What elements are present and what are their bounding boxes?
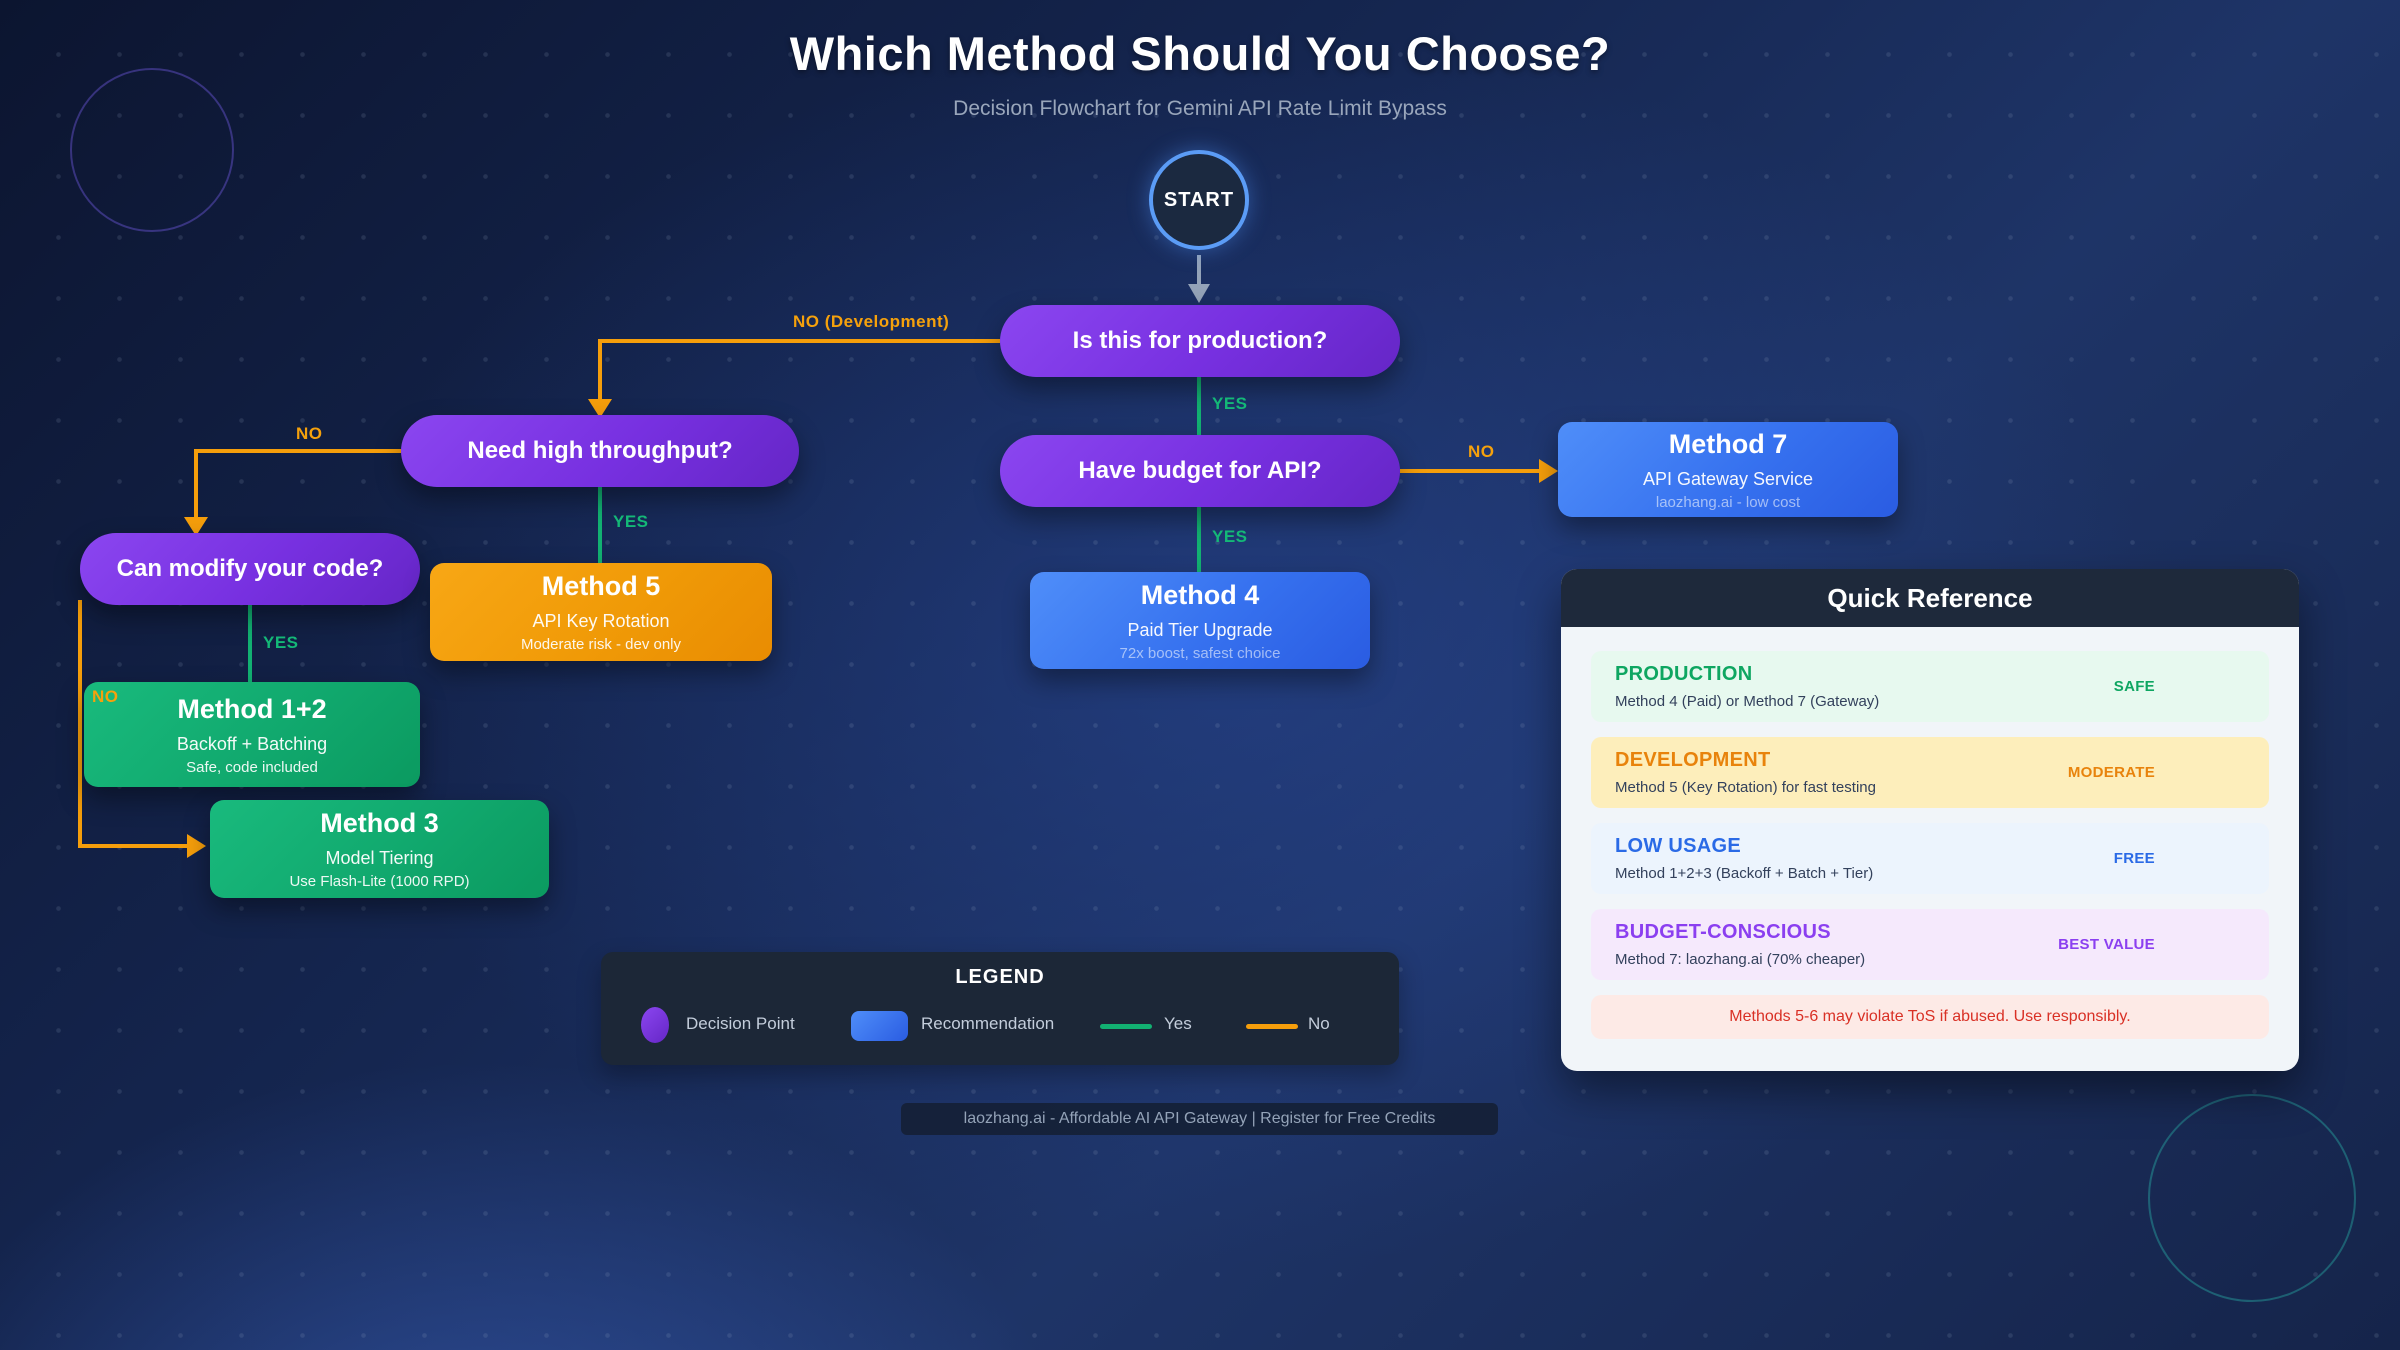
edge-label-production-no: NO (Development): [793, 312, 950, 331]
quick-reference-title: Quick Reference: [1561, 569, 2299, 627]
recommendation-swatch: [851, 1011, 908, 1041]
qr-production-badge: SAFE: [2113, 678, 2155, 695]
start-node: START: [1149, 150, 1249, 250]
decision-budget: Have budget for API?: [1000, 435, 1400, 507]
qr-development-title: DEVELOPMENT: [1615, 749, 1771, 771]
quick-reference-row-production: PRODUCTION Method 4 (Paid) or Method 7 (…: [1591, 651, 2269, 722]
quick-reference-row-development: DEVELOPMENT Method 5 (Key Rotation) for …: [1591, 737, 2269, 808]
decorative-circle-top-left: [70, 68, 234, 232]
edge-label-modify-yes: YES: [263, 633, 299, 652]
method-5-subtitle: API Key Rotation: [532, 611, 670, 631]
edge-label-throughput-yes: YES: [613, 512, 649, 531]
decision-throughput: Need high throughput?: [401, 415, 799, 487]
footer-banner: laozhang.ai - Affordable AI API Gateway …: [901, 1103, 1498, 1135]
method-4-subtitle: Paid Tier Upgrade: [1127, 619, 1273, 640]
legend-label-no: No: [1308, 1014, 1330, 1033]
page-subtitle: Decision Flowchart for Gemini API Rate L…: [953, 97, 1447, 120]
page-title: Which Method Should You Choose?: [789, 27, 1611, 80]
method-5-title: Method 5: [541, 571, 661, 601]
method-7-title: Method 7: [1668, 428, 1788, 459]
qr-budget-badge: BEST VALUE: [2058, 936, 2155, 953]
edge-label-budget-no: NO: [1468, 442, 1495, 461]
yes-line-swatch: [1100, 1024, 1152, 1029]
legend-panel: LEGEND: [601, 952, 1399, 1065]
edge-label-production-yes: YES: [1212, 394, 1248, 413]
legend-label-recommendation: Recommendation: [921, 1014, 1055, 1033]
outcome-method-5: Method 5 API Key Rotation Moderate risk …: [430, 563, 772, 661]
edge-label-budget-yes: YES: [1212, 527, 1248, 546]
outcome-method-3: Method 3 Model Tiering Use Flash-Lite (1…: [210, 800, 549, 898]
edge-label-modify-no: NO: [92, 687, 119, 706]
method-7-note: laozhang.ai - low cost: [1655, 493, 1801, 511]
outcome-method-4: Method 4 Paid Tier Upgrade 72x boost, sa…: [1030, 572, 1370, 669]
decorative-circle-bottom-right: [2148, 1094, 2356, 1302]
method-5-note: Moderate risk - dev only: [520, 636, 682, 653]
method-3-title: Method 3: [320, 808, 439, 838]
method-4-note: 72x boost, safest choice: [1119, 644, 1281, 662]
quick-reference-row-budget: BUDGET-CONSCIOUS Method 7: laozhang.ai (…: [1591, 909, 2269, 980]
legend-label-yes: Yes: [1164, 1014, 1192, 1033]
method-1-2-subtitle: Backoff + Batching: [176, 733, 328, 754]
method-1-2-title: Method 1+2: [177, 693, 327, 724]
quick-reference-row-low-usage: LOW USAGE Method 1+2+3 (Backoff + Batch …: [1591, 823, 2269, 894]
quick-reference-panel: Quick Reference PRODUCTION Method 4 (Pai…: [1561, 569, 2299, 1071]
edge-label-throughput-no: NO: [296, 424, 323, 443]
qr-low-usage-desc: Method 1+2+3 (Backoff + Batch + Tier): [1615, 865, 1874, 882]
legend-label-decision-point: Decision Point: [686, 1014, 795, 1033]
qr-budget-title: BUDGET-CONSCIOUS: [1615, 921, 1831, 943]
qr-low-usage-badge: FREE: [2113, 850, 2155, 867]
qr-production-desc: Method 4 (Paid) or Method 7 (Gateway): [1615, 693, 1880, 710]
legend-title: LEGEND: [955, 966, 1045, 988]
decision-point-swatch: [641, 1007, 669, 1043]
method-3-note: Use Flash-Lite (1000 RPD): [289, 873, 470, 890]
no-line-swatch: [1246, 1024, 1298, 1029]
qr-low-usage-title: LOW USAGE: [1615, 835, 1742, 857]
method-7-subtitle: API Gateway Service: [1642, 468, 1814, 489]
qr-development-badge: MODERATE: [2067, 764, 2155, 781]
outcome-method-7: Method 7 API Gateway Service laozhang.ai…: [1558, 422, 1898, 517]
qr-development-desc: Method 5 (Key Rotation) for fast testing: [1615, 779, 1876, 796]
method-4-title: Method 4: [1140, 579, 1260, 610]
decision-modify-code: Can modify your code?: [80, 533, 420, 605]
method-3-subtitle: Model Tiering: [325, 848, 434, 868]
decision-production: Is this for production?: [1000, 305, 1400, 377]
qr-production-title: PRODUCTION: [1615, 663, 1753, 685]
qr-budget-desc: Method 7: laozhang.ai (70% cheaper): [1615, 951, 1866, 968]
method-1-2-note: Safe, code included: [186, 758, 318, 776]
quick-reference-body: PRODUCTION Method 4 (Paid) or Method 7 (…: [1561, 627, 2299, 1071]
outcome-method-1-2: Method 1+2 Backoff + Batching Safe, code…: [84, 682, 420, 787]
tos-warning: Methods 5-6 may violate ToS if abused. U…: [1591, 995, 2269, 1039]
